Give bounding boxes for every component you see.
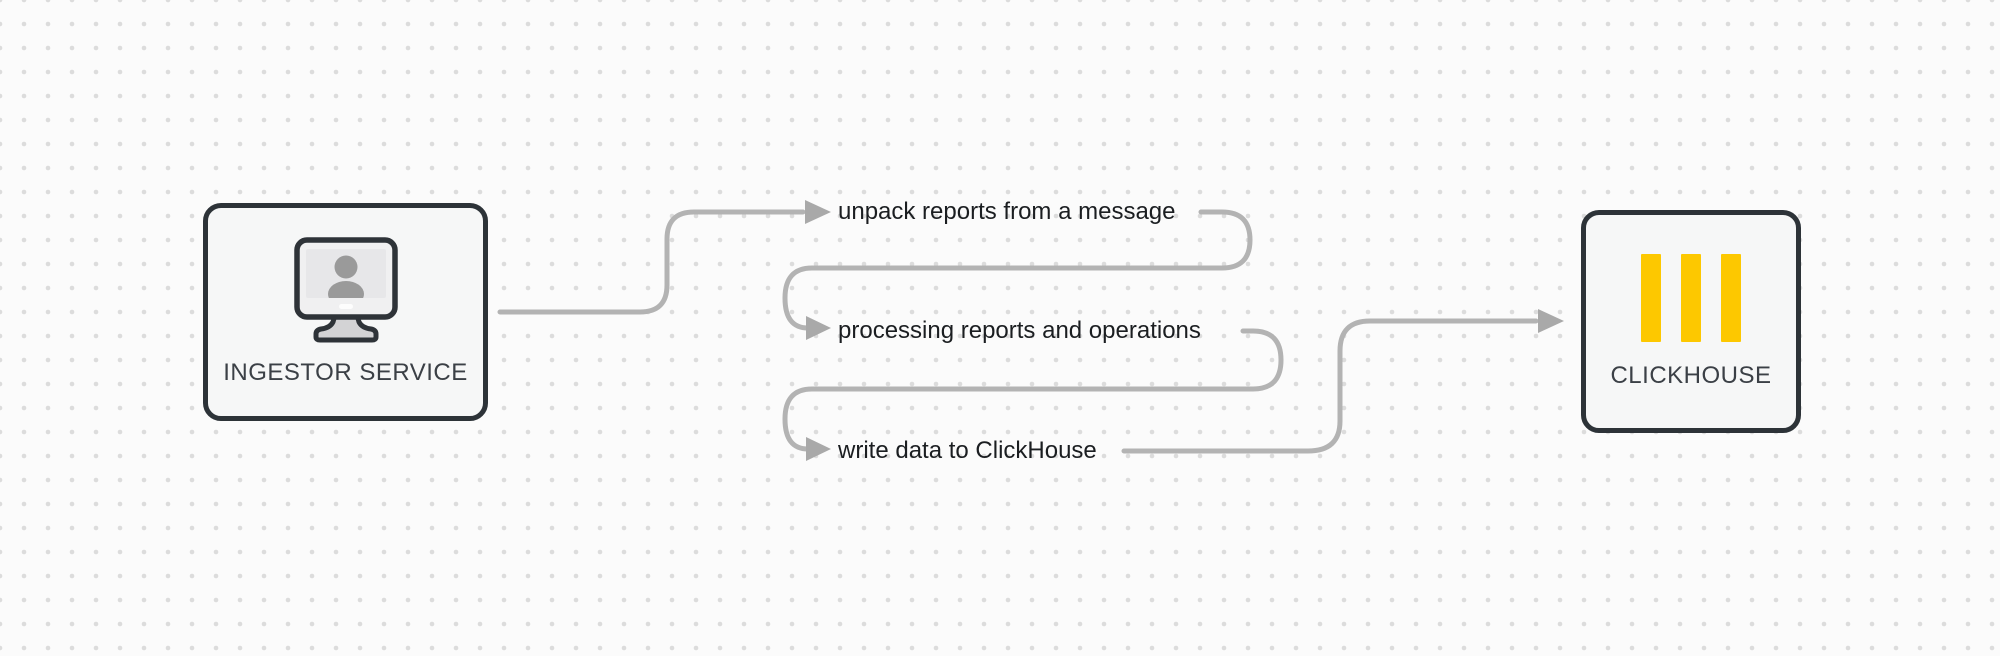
connector-ingestor-to-step1 (497, 209, 806, 315)
clickhouse-logo-bar (1681, 253, 1701, 342)
clickhouse-logo-icon (1641, 253, 1741, 342)
workstation-user-icon (293, 237, 398, 343)
connector-step3-to-clickhouse (1121, 318, 1539, 454)
clickhouse-label: CLICKHOUSE (1610, 361, 1772, 389)
ingestor-service-label: INGESTOR SERVICE (223, 359, 468, 386)
arrowhead-step2-icon (806, 316, 831, 340)
node-ingestor-service: INGESTOR SERVICE (203, 203, 488, 421)
step-label-processing-reports: processing reports and operations (838, 317, 1201, 344)
arrowhead-clickhouse-icon (1538, 309, 1564, 333)
arrowhead-step3-icon (806, 437, 831, 461)
node-clickhouse: CLICKHOUSE (1581, 210, 1801, 433)
connector-step1-to-step2 (782, 209, 1253, 331)
step-label-unpack-reports: unpack reports from a message (838, 198, 1176, 225)
clickhouse-logo-bar (1721, 253, 1741, 342)
arrowhead-step1-icon (805, 200, 831, 224)
step-label-write-data: write data to ClickHouse (838, 437, 1097, 464)
clickhouse-logo-bar (1641, 253, 1661, 342)
connector-step2-to-step3 (782, 328, 1284, 452)
